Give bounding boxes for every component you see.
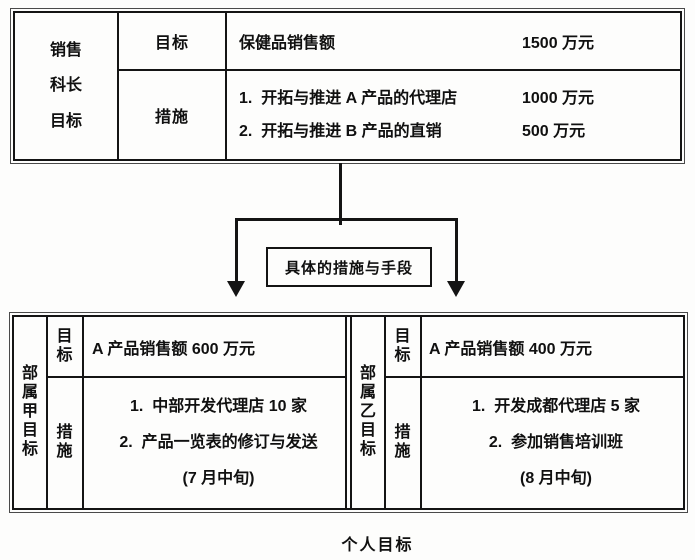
goal-header-cell: 目标	[119, 13, 227, 71]
measure-line: 2. 参加销售培训班	[488, 434, 624, 451]
measures-content-cell: 1. 开拓与推进 A 产品的代理店 1000 万元 2. 开拓与推进 B 产品的…	[227, 71, 680, 159]
subordinate-a-goal-header-cell: 目标	[48, 317, 84, 378]
subordinate-b-measures-header: 措施	[394, 424, 412, 460]
measure-text: 2. 开拓与推进 B 产品的直销	[239, 123, 442, 140]
measure-amount: 1000 万元	[522, 90, 595, 107]
goal-content-cell: 保健品销售额 1500 万元	[227, 13, 680, 71]
subordinate-a-measures-cell: 1. 中部开发代理店 10 家 2. 产品一览表的修订与发送 (7 月中旬)	[84, 378, 345, 508]
connector-horizontal-line	[235, 218, 458, 221]
subordinate-b-measures-header-cell: 措施	[386, 378, 422, 508]
subordinate-a-label: 部属甲目标	[21, 365, 38, 458]
subordinate-tables: 部属甲目标 目标 A 产品销售额 600 万元 措施 1. 中部开发代理店 10…	[9, 312, 688, 513]
connector-left-line	[235, 218, 238, 284]
measure-line: 1. 开发成都代理店 5 家	[471, 398, 641, 415]
subordinate-a-goal-text: A 产品销售额 600 万元	[84, 317, 345, 378]
subordinate-b-label-cell: 部属乙目标	[352, 317, 386, 508]
chief-goal-row-label: 销售科长目标	[49, 42, 82, 130]
subordinate-a-measures-header: 措施	[56, 424, 74, 460]
connector-stem-line	[339, 163, 342, 225]
subordinate-b-measures-cell: 1. 开发成都代理店 5 家 2. 参加销售培训班 (8 月中旬)	[422, 378, 683, 508]
goal-text: 保健品销售额	[239, 35, 336, 52]
subordinate-a-table: 部属甲目标 目标 A 产品销售额 600 万元 措施 1. 中部开发代理店 10…	[14, 317, 347, 508]
subordinate-a-goal-header: 目标	[56, 327, 74, 364]
arrow-down-right-icon	[447, 281, 465, 297]
measure-line: 1. 中部开发代理店 10 家	[130, 398, 307, 415]
caption-personal-goals: 个人目标	[341, 537, 414, 554]
subordinate-b-label: 部属乙目标	[359, 365, 376, 458]
chief-goal-row-label-cell: 销售科长目标	[15, 13, 119, 159]
connector-label-box: 具体的措施与手段	[266, 247, 432, 287]
measure-item: 2. 开拓与推进 B 产品的直销 500 万元	[239, 115, 680, 148]
connector: 具体的措施与手段	[0, 163, 695, 313]
measure-item: 1. 开拓与推进 A 产品的代理店 1000 万元	[239, 82, 680, 115]
arrow-down-left-icon	[227, 281, 245, 297]
measure-amount: 500 万元	[522, 123, 586, 140]
subordinate-a-label-cell: 部属甲目标	[14, 317, 48, 508]
subordinate-b-goal-header: 目标	[394, 327, 412, 364]
goal-amount: 1500 万元	[522, 35, 595, 52]
measure-line: 2. 产品一览表的修订与发送	[119, 434, 318, 451]
measure-line: (8 月中旬)	[519, 470, 592, 487]
subordinate-b-goal-header-cell: 目标	[386, 317, 422, 378]
measure-line: (7 月中旬)	[182, 470, 255, 487]
chief-goal-table: 销售科长目标 目标 保健品销售额 1500 万元 措施 1. 开拓与推进 A 产…	[10, 8, 685, 164]
subordinate-b-table: 部属乙目标 目标 A 产品销售额 400 万元 措施 1. 开发成都代理店 5 …	[350, 317, 683, 508]
subordinate-a-measures-header-cell: 措施	[48, 378, 84, 508]
measure-text: 1. 开拓与推进 A 产品的代理店	[239, 90, 458, 107]
subordinate-b-goal-text: A 产品销售额 400 万元	[422, 317, 683, 378]
connector-right-line	[455, 218, 458, 284]
measures-header-cell: 措施	[119, 71, 227, 159]
